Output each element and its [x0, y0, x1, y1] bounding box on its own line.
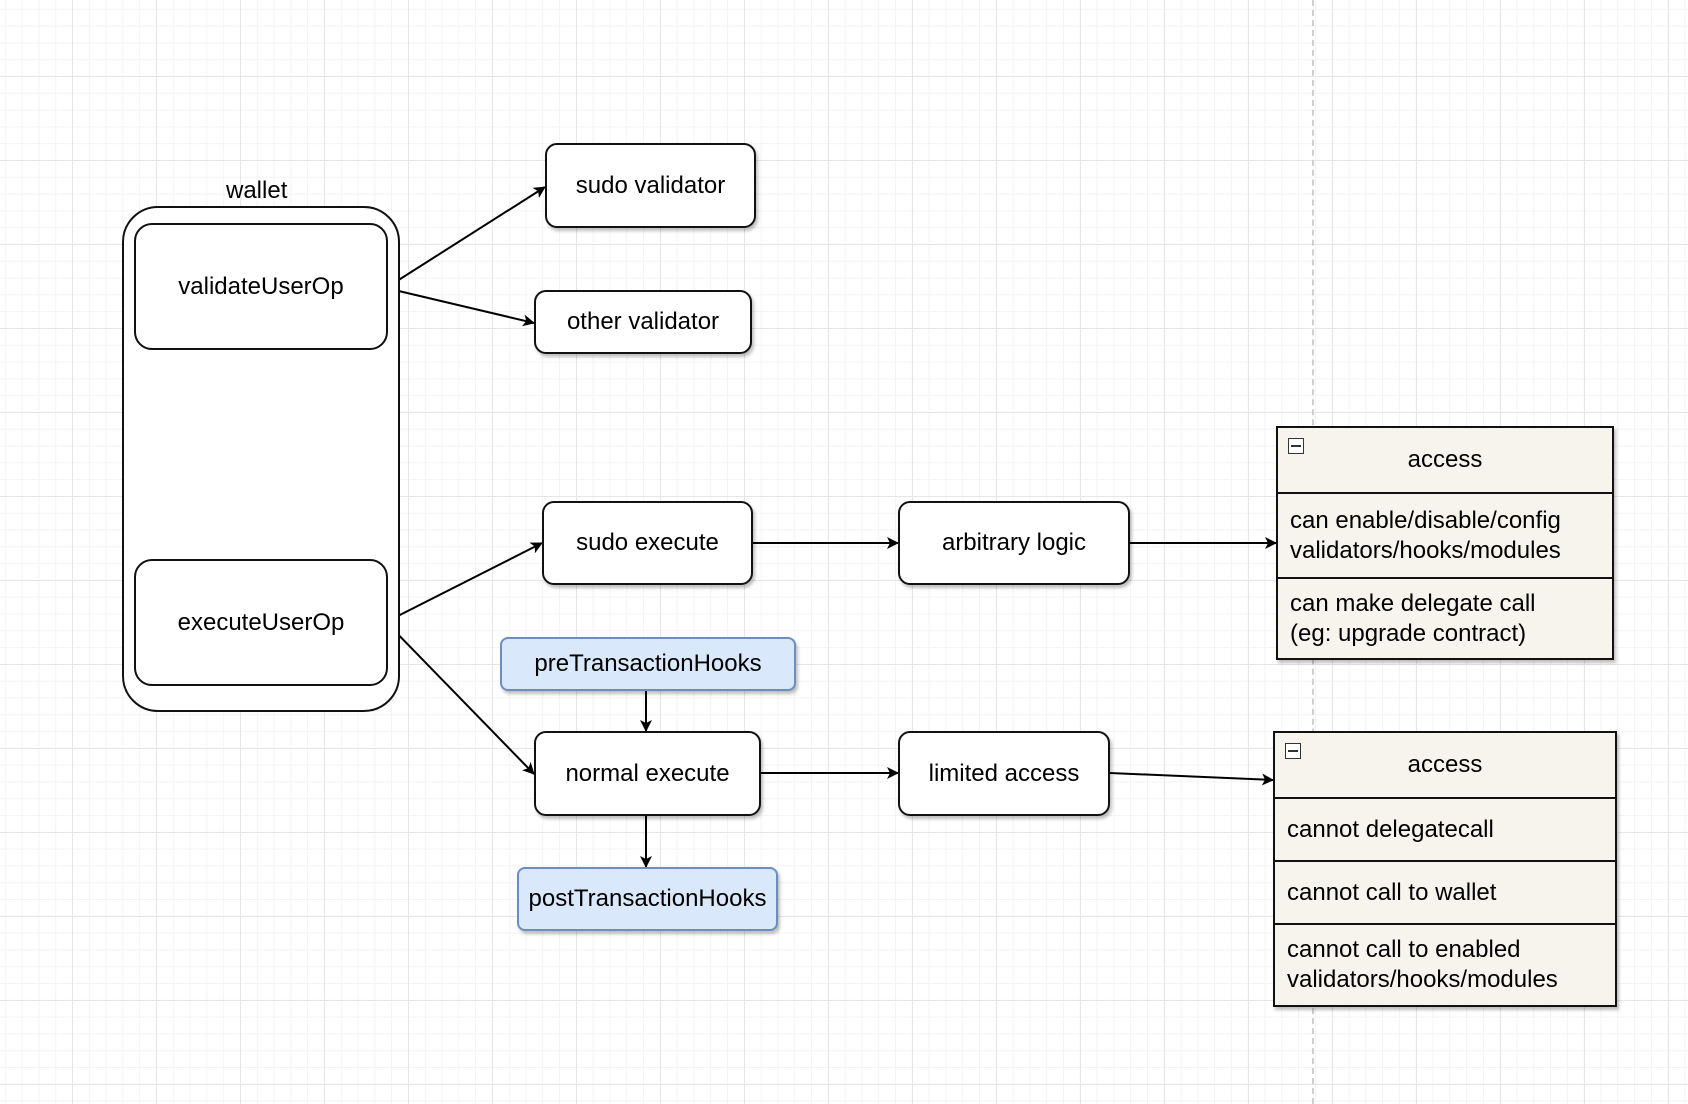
table-row-text: cannot call to wallet: [1287, 878, 1497, 906]
sudo-access-table-title: access: [1407, 446, 1483, 473]
limited-access-table[interactable]: access cannot delegatecall cannot call t…: [1273, 731, 1617, 1007]
sudo-access-table[interactable]: access can enable/disable/config validat…: [1276, 426, 1614, 660]
limited-access-node[interactable]: limited access: [898, 731, 1110, 816]
table-row: can make delegate call (eg: upgrade cont…: [1278, 579, 1612, 658]
table-row-text: validators/hooks/modules: [1290, 536, 1561, 564]
edge-limited-access-to-access[interactable]: [1109, 772, 1274, 786]
normal-execute-node[interactable]: normal execute: [534, 731, 761, 816]
edge-validate-to-sudo-validator[interactable]: [385, 186, 546, 289]
table-row: cannot delegatecall: [1275, 799, 1615, 862]
arbitrary-logic-node[interactable]: arbitrary logic: [898, 501, 1130, 585]
validate-user-op-node[interactable]: validateUserOp: [134, 223, 388, 350]
edge-execute-to-sudo-execute[interactable]: [385, 542, 543, 623]
collapse-icon[interactable]: [1288, 438, 1304, 454]
edge-execute-to-normal-execute[interactable]: [385, 621, 535, 775]
sudo-validator-node[interactable]: sudo validator: [545, 143, 756, 228]
table-row-text: validators/hooks/modules: [1287, 966, 1558, 993]
table-row-text: cannot delegatecall: [1287, 815, 1494, 843]
pre-transaction-hooks-node[interactable]: preTransactionHooks: [500, 637, 796, 691]
execute-user-op-node[interactable]: executeUserOp: [134, 559, 388, 686]
wallet-label: wallet: [226, 177, 288, 204]
table-row-text: cannot call to enabled: [1287, 936, 1521, 963]
edge-validate-to-other-validator[interactable]: [385, 287, 535, 327]
table-row-text: can enable/disable/config: [1290, 506, 1561, 534]
limited-access-table-title: access: [1407, 751, 1483, 778]
table-row: can enable/disable/config validators/hoo…: [1278, 494, 1612, 579]
post-transaction-hooks-node[interactable]: postTransactionHooks: [517, 867, 778, 931]
table-row: cannot call to enabled validators/hooks/…: [1275, 925, 1615, 1005]
limited-access-table-header: access: [1275, 733, 1615, 799]
table-row-text: can make delegate call: [1290, 589, 1536, 617]
other-validator-node[interactable]: other validator: [534, 290, 752, 354]
table-row: cannot call to wallet: [1275, 862, 1615, 925]
sudo-execute-node[interactable]: sudo execute: [542, 501, 753, 585]
sudo-access-table-header: access: [1278, 428, 1612, 494]
collapse-icon[interactable]: [1285, 743, 1301, 759]
table-row-text: (eg: upgrade contract): [1290, 619, 1527, 647]
